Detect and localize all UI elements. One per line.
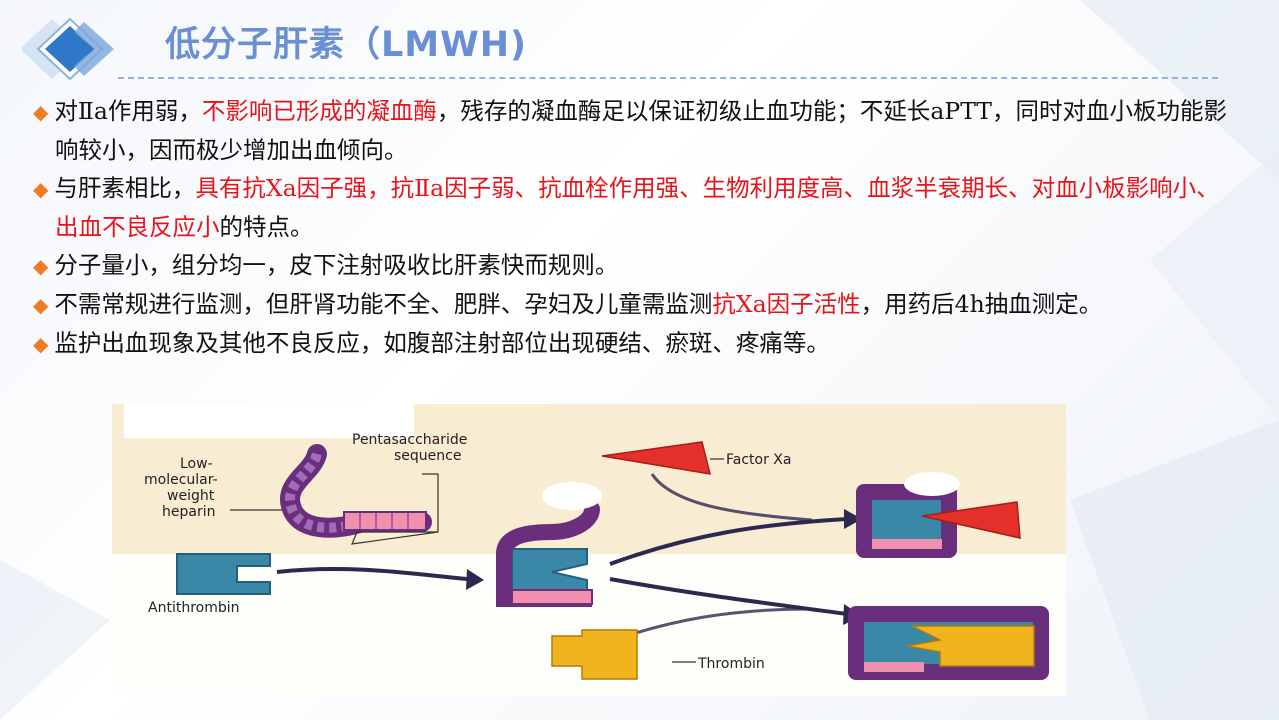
bullet-item: ◆不需常规进行监测，但肝肾功能不全、肥胖、孕妇及儿童需监测抗Ⅹa因子活性，用药后… <box>33 285 1243 324</box>
antithrombin-xa-complex <box>856 472 1021 558</box>
mechanism-diagram: Low- molecular- weight heparin Pentasacc… <box>112 404 1066 696</box>
pentasaccharide-label-0: Pentasaccharide <box>352 432 467 448</box>
antithrombin-thrombin-complex <box>848 606 1049 680</box>
orange-diamond-icon: ◆ <box>33 293 49 317</box>
orange-diamond-icon: ◆ <box>33 332 49 356</box>
page-title: 低分子肝素（LMWH) <box>165 25 528 65</box>
lmwh-label-0: Low- <box>180 456 213 472</box>
factor-xa-label: Factor Xa <box>726 452 791 468</box>
body-text: ，用药后4h抽血测定。 <box>860 290 1103 318</box>
antithrombin-label: Antithrombin <box>148 600 240 616</box>
title-divider <box>118 77 1218 79</box>
arrow-3 <box>609 577 848 616</box>
lmwh-label-2: weight <box>167 488 215 504</box>
bullet-item: ◆与肝素相比，具有抗Ⅹa因子强，抗Ⅱa因子弱、抗血栓作用强、生物利用度高、血浆半… <box>33 169 1243 246</box>
body-text: ，残存的凝血酶足以保证初级止血功能；不延长aPTT，同时对血小板功能影响较小，因… <box>55 97 1227 164</box>
highlight-text: 抗Ⅹa因子活性 <box>712 290 861 318</box>
lmwh-chain <box>280 444 439 545</box>
orange-diamond-icon: ◆ <box>33 177 49 201</box>
lmwh-label-3: heparin <box>162 504 215 520</box>
antithrombin-shape <box>176 553 271 595</box>
body-text: 与肝素相比， <box>54 174 196 202</box>
bullet-item: ◆分子量小，组分均一，皮下注射吸收比肝素快而规则。 <box>33 246 1243 285</box>
body-text: 分子量小，组分均一，皮下注射吸收比肝素快而规则。 <box>54 251 619 279</box>
blue-diamond-logo-icon <box>22 17 114 81</box>
thrombin-label: Thrombin <box>697 656 765 672</box>
arrow-1 <box>276 567 468 581</box>
body-text: 的特点。 <box>219 213 314 241</box>
lmwh-label-1: molecular- <box>144 472 218 488</box>
upper-left-patch <box>124 404 414 438</box>
pentasaccharide-label-1: sequence <box>394 448 461 464</box>
body-text: 对Ⅱa作用弱， <box>54 97 202 125</box>
pentasaccharide-sequence <box>343 511 427 531</box>
bullet-list: ◆对Ⅱa作用弱，不影响已形成的凝血酶，残存的凝血酶足以保证初级止血功能；不延长a… <box>33 92 1243 363</box>
orange-diamond-icon: ◆ <box>33 100 49 124</box>
highlight-text: 具有抗Ⅹa因子强，抗Ⅱa因子弱、抗血栓作用强、生物利用度高、血浆半衰期长、对血小… <box>55 174 1220 241</box>
heparin-antithrombin-complex <box>496 482 602 607</box>
body-text: 监护出血现象及其他不良反应，如腹部注射部位出现硬结、瘀斑、疼痛等。 <box>54 329 830 357</box>
body-text: 不需常规进行监测，但肝肾功能不全、肥胖、孕妇及儿童需监测 <box>54 290 713 318</box>
bullet-item: ◆对Ⅱa作用弱，不影响已形成的凝血酶，残存的凝血酶足以保证初级止血功能；不延长a… <box>33 92 1243 169</box>
bullet-item: ◆监护出血现象及其他不良反应，如腹部注射部位出现硬结、瘀斑、疼痛等。 <box>33 324 1243 363</box>
orange-diamond-icon: ◆ <box>33 254 49 278</box>
lmwh-mechanism-figure: Low- molecular- weight heparin Pentasacc… <box>112 404 1066 696</box>
highlight-text: 不影响已形成的凝血酶 <box>201 97 437 125</box>
arrow-2 <box>609 517 848 566</box>
thrombin-shape <box>551 629 638 680</box>
factor-xa-shape <box>601 441 712 475</box>
